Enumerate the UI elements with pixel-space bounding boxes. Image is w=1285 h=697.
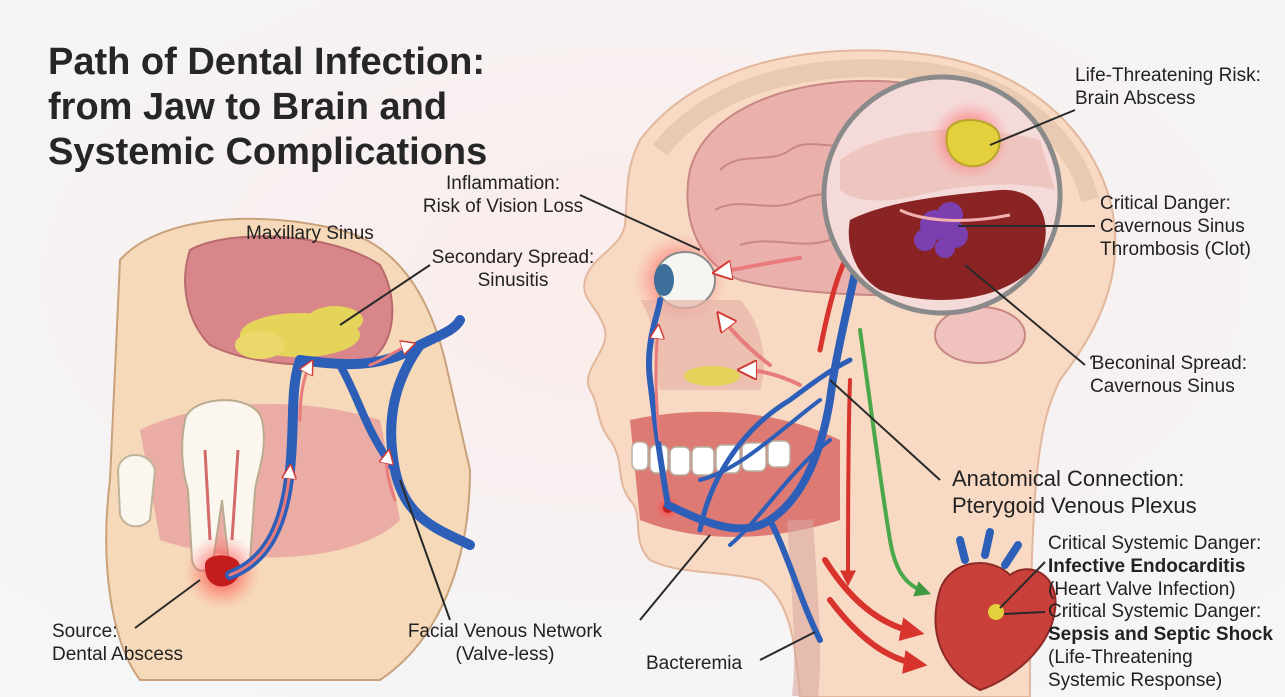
title-line-1: Path of Dental Infection: (48, 41, 485, 83)
sinus-infection (235, 306, 363, 359)
label-endocarditis-line2: Infective Endocarditis (1048, 556, 1246, 577)
label-facial-venous-line2: (Valve-less) (455, 644, 555, 665)
label-pterygoid-line2: Pterygoid Venous Plexus (952, 493, 1197, 518)
label-cavernous-spread: Ɓeconinal Spread: Cavernous Sinus (1090, 352, 1247, 398)
label-cavernous-thrombosis-line1: Critical Danger: (1100, 193, 1231, 214)
green-path (858, 328, 932, 597)
leader-lines (134, 109, 1095, 661)
side-tooth (116, 454, 157, 528)
label-facial-venous: Facial Venous Network (Valve-less) (385, 620, 625, 666)
label-endocarditis-line3: (Heart Valve Infection) (1048, 579, 1236, 600)
label-source: Source: Dental Abscess (52, 620, 183, 666)
label-sepsis: Critical Systemic Danger: Sepsis and Sep… (1048, 600, 1273, 692)
label-cavernous-thrombosis: Critical Danger: Cavernous Sinus Thrombo… (1100, 192, 1251, 261)
molar-tooth (181, 399, 265, 572)
label-pterygoid-line1: Anatomical Connection: (952, 466, 1185, 491)
title-line-2: from Jaw to Brain and (48, 86, 448, 128)
label-maxillary-sinus: Maxillary Sinus (246, 223, 374, 244)
label-endocarditis-line1: Critical Systemic Danger: (1048, 533, 1262, 554)
label-source-line1: Source: (52, 621, 118, 642)
brain-abscess-lesion (945, 119, 1001, 168)
page-title: Path of Dental Infection: from Jaw to Br… (48, 40, 568, 175)
label-sepsis-line2: Sepsis and Septic Shock (1048, 624, 1273, 645)
dental-abscess (184, 534, 260, 610)
sinus-infection-right (684, 366, 740, 386)
label-cavernous-thrombosis-line2: Cavernous Sinus (1100, 216, 1245, 237)
jaw-cross-section (105, 217, 475, 681)
label-sepsis-line1: Critical Systemic Danger: (1048, 601, 1262, 622)
label-secondary-spread-line2: Sinusitis (477, 270, 549, 291)
infection-arrows (656, 221, 932, 674)
label-sepsis-line3: (Life-Threatening (1048, 647, 1193, 668)
label-source-line2: Dental Abscess (52, 644, 183, 665)
label-facial-venous-line1: Facial Venous Network (407, 621, 603, 642)
label-pterygoid: Anatomical Connection: Pterygoid Venous … (952, 465, 1197, 519)
magnified-brain-circle (821, 74, 1063, 316)
heart (934, 528, 1057, 692)
label-cavernous-spread-line1: Ɓeconinal Spread: (1090, 353, 1248, 374)
label-sepsis-line4: Systemic Response) (1048, 670, 1223, 691)
label-cavernous-spread-line2: Cavernous Sinus (1090, 376, 1235, 397)
label-cavernous-thrombosis-line3: Thrombosis (Clot) (1100, 239, 1251, 260)
label-brain-abscess: Life-Threatening Risk: Brain Abscess (1075, 64, 1261, 110)
facial-veins-left (225, 315, 475, 580)
label-inflammation-line1: Inflammation: (445, 173, 561, 194)
label-secondary-spread-line1: Secondary Spread: (431, 247, 595, 268)
label-endocarditis: Critical Systemic Danger: Infective Endo… (1048, 532, 1261, 601)
label-inflammation-line2: Risk of Vision Loss (422, 196, 584, 217)
label-brain-abscess-line1: Life-Threatening Risk: (1075, 65, 1261, 86)
label-secondary-spread: Secondary Spread: Sinusitis (408, 246, 618, 292)
label-inflammation: Inflammation: Risk of Vision Loss (408, 172, 598, 218)
title-line-3: Systemic Complications (48, 131, 488, 173)
label-brain-abscess-line2: Brain Abscess (1075, 88, 1196, 109)
label-bacteremia: Bacteremia (646, 653, 743, 674)
